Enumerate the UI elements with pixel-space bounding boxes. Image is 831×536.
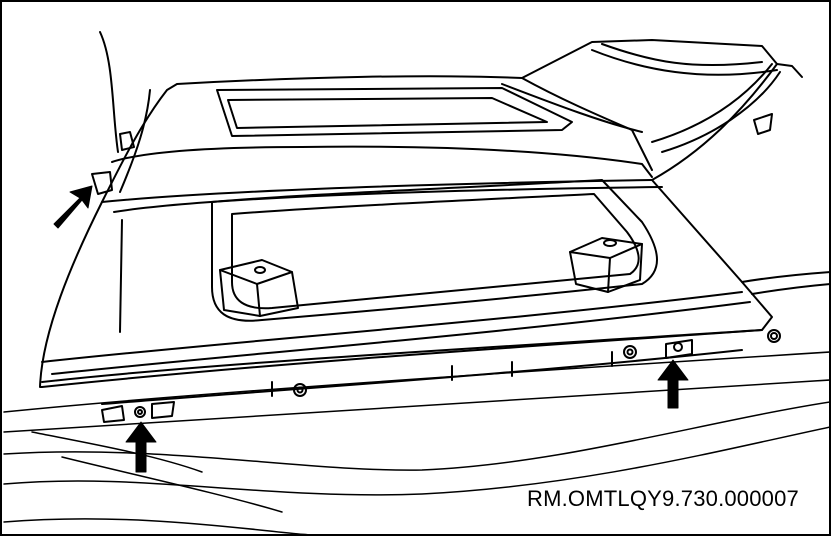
bottom-right-clip — [623, 339, 693, 359]
floor-curves — [3, 351, 829, 534]
seat-edge-line — [99, 31, 119, 153]
storage-tray-outer — [211, 179, 658, 322]
tray-block-left — [219, 259, 299, 317]
left-bracket — [91, 131, 135, 195]
arrow-bottom-left-clip — [125, 421, 157, 473]
reference-code: RM.OMTLQY9.730.000007 — [526, 486, 799, 511]
upper-recess-inner — [227, 97, 548, 129]
tray-block-right — [569, 237, 643, 293]
upper-recess — [216, 87, 573, 137]
bottom-far-right-clip — [767, 329, 781, 343]
console-top-cover — [111, 43, 781, 193]
right-rear-clip — [753, 63, 803, 135]
arrow-bottom-right-clip — [657, 359, 689, 409]
arrow-left-clip — [53, 185, 93, 229]
bottom-mid-clip — [293, 383, 307, 397]
bottom-left-clip — [101, 401, 175, 423]
console-mid-band — [41, 179, 829, 375]
storage-tray-inner — [231, 193, 640, 310]
